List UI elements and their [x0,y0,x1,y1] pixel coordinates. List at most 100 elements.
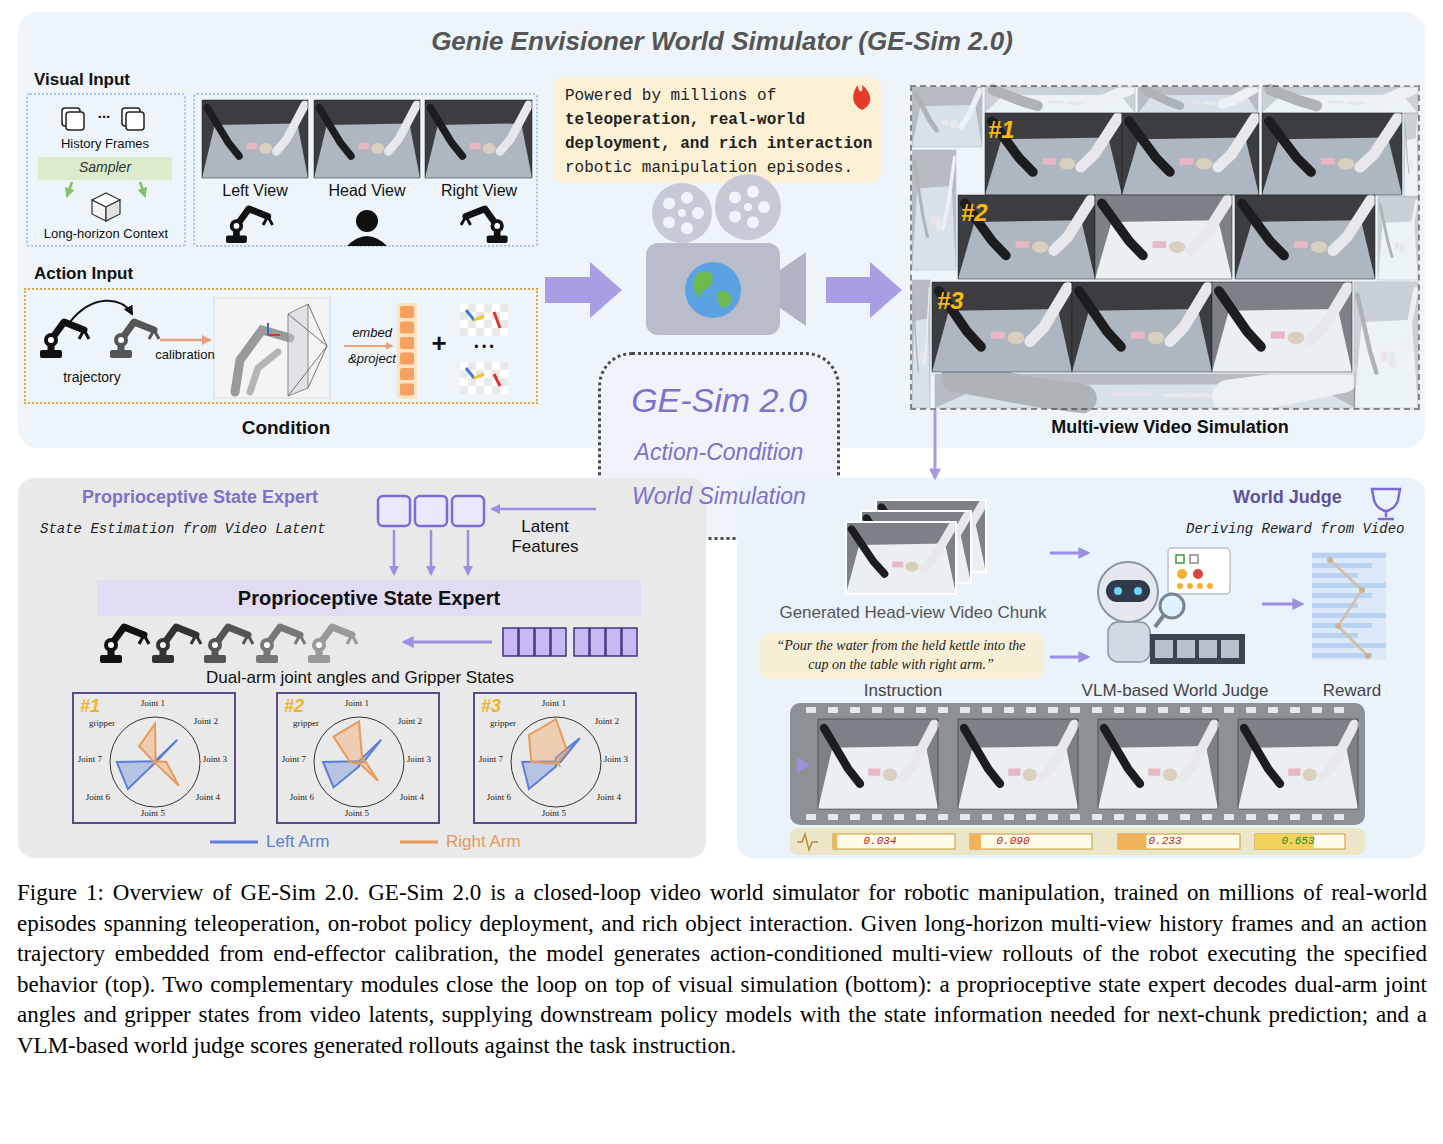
rect-shape [1095,195,1232,279]
circle-shape [212,642,218,648]
rect-shape [1238,719,1358,809]
rect-shape [1016,241,1030,248]
camera-icon [780,252,806,326]
judge-robot [1108,622,1150,662]
node-text: Joint 3 [401,754,437,765]
text-label: trajectory [47,369,137,386]
rect-shape [1334,814,1344,820]
path-shape [824,728,860,784]
robot-arm-icon [40,322,89,358]
path-shape [1406,201,1417,251]
rect-shape [1155,640,1173,658]
ellipse-shape [1169,241,1185,253]
pose-map [468,328,476,336]
path-shape [964,728,1000,784]
path-shape [1242,203,1284,255]
embedding-cell [400,384,414,396]
rect-shape [1158,707,1168,713]
rect-shape [894,707,904,713]
pose-map [500,370,508,378]
path-shape [347,635,357,644]
radar-circle [511,717,601,807]
text-label: Reward [1307,681,1397,701]
arrow [430,530,433,574]
pose-map [500,362,508,370]
state-token [574,628,589,656]
path-shape [961,91,980,127]
ellipse-shape [371,143,384,154]
path-shape [461,216,471,225]
pose-map [484,378,492,386]
circle-shape [1114,587,1122,595]
photo [958,195,1095,279]
trophy-icon [1372,489,1400,519]
text-label: 0.090 [985,834,1041,848]
path-shape [1244,728,1280,784]
judge-robot [1098,562,1158,622]
path-shape [1144,90,1180,106]
rect-shape [920,350,922,360]
camera-icon [681,192,693,204]
rect-shape [1008,769,1020,776]
path-shape [1229,376,1342,396]
rect-shape [1111,393,1153,396]
rect-shape [1321,158,1335,165]
reward-bar-fill [970,834,981,849]
rect-shape [846,522,956,594]
rect-shape [1312,613,1386,618]
ellipse-shape [1066,101,1084,105]
node-text: Joint 4 [394,792,430,803]
rect-shape [912,280,930,408]
text-label: calibration [145,347,225,363]
rect-shape [1212,282,1352,372]
arrow [67,182,72,196]
sampler-band: Sampler [38,157,172,180]
text-label: History Frames [50,136,160,152]
rect-shape [818,719,938,809]
path-shape [943,157,955,229]
ellipse-shape [1148,332,1165,345]
rect-shape [1246,707,1256,713]
path-shape [913,293,918,372]
circle-shape [44,333,58,347]
node-text: Joint 5 [135,808,171,819]
path-shape [1222,89,1254,105]
line-shape [494,374,500,386]
pose-map [484,312,492,320]
arrow [492,508,596,511]
rect-shape [1262,113,1402,195]
embedding-cell [400,353,414,365]
path-shape [263,216,273,225]
node-text: State Estimation from Video Latent [40,521,360,538]
rect-shape [1312,623,1372,628]
pose-map [468,304,476,312]
expert-band: Proprioceptive State Expert [97,580,641,616]
camera-icon [744,203,752,211]
ellipse-shape [1023,769,1037,782]
photo [1098,719,1218,809]
path-shape [852,529,885,574]
path-shape [1333,200,1371,250]
rect-shape [1312,593,1372,598]
rect-shape [1070,814,1080,820]
image-plane [288,304,308,396]
ellipse-shape [1346,101,1365,105]
rect-shape [1188,101,1200,103]
instruction-box: “Pour the water from the held kettle int… [760,633,1043,679]
camera-icon [681,222,693,234]
text-label: VLM-based World Judge [1060,681,1290,701]
radar-polygon [334,722,379,782]
ellipse-shape [1203,101,1217,105]
reward-chart [1312,552,1386,660]
rect-shape [1026,814,1036,820]
photo [818,719,938,809]
rect-shape [892,562,903,568]
rect-shape [202,100,308,178]
rect-shape [806,814,816,820]
pose-map [460,386,468,394]
rect-shape [982,707,992,713]
line-shape [1155,615,1164,627]
embedding-cell [400,306,414,318]
judge-robot [1106,580,1150,602]
circle-shape [1197,583,1203,589]
